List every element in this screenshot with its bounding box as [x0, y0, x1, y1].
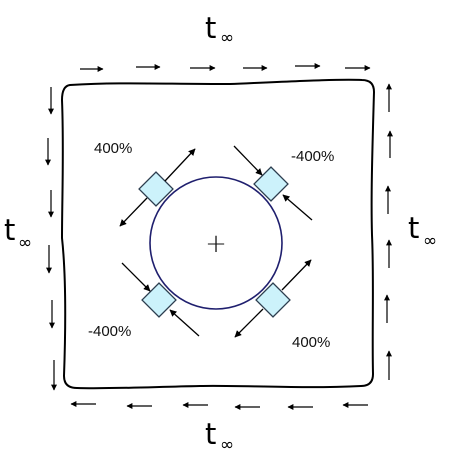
stress-label-upper-right: -400% — [291, 148, 334, 165]
central-hole — [149, 176, 283, 310]
svg-text:t: t — [408, 211, 419, 245]
traction-label-top: t ∞ — [205, 11, 234, 48]
upper-right-stress-element — [233, 145, 313, 221]
stress-label-lower-left: -400% — [88, 323, 131, 340]
svg-text:t: t — [205, 417, 216, 451]
svg-text:t: t — [205, 11, 216, 45]
svg-text:∞: ∞ — [220, 435, 234, 453]
upper-left-stress-element — [119, 148, 196, 227]
traction-label-left: t ∞ — [4, 213, 32, 253]
center-marker: + — [205, 229, 227, 259]
svg-text:∞: ∞ — [423, 231, 437, 251]
svg-text:t: t — [4, 213, 15, 247]
svg-text:∞: ∞ — [220, 28, 234, 48]
plate-outline — [60, 78, 376, 390]
lower-left-stress-element — [121, 262, 200, 337]
right-traction-arrows — [384, 83, 393, 380]
lower-right-stress-element — [234, 259, 312, 338]
bottom-traction-arrows — [70, 401, 368, 410]
stress-label-lower-right: 400% — [292, 334, 330, 351]
svg-text:∞: ∞ — [18, 233, 32, 253]
stress-label-upper-left: 400% — [94, 140, 132, 157]
left-traction-arrows — [45, 87, 57, 391]
top-traction-arrows — [80, 63, 371, 72]
traction-label-bottom: t ∞ — [205, 417, 234, 453]
traction-label-right: t ∞ — [408, 211, 437, 251]
